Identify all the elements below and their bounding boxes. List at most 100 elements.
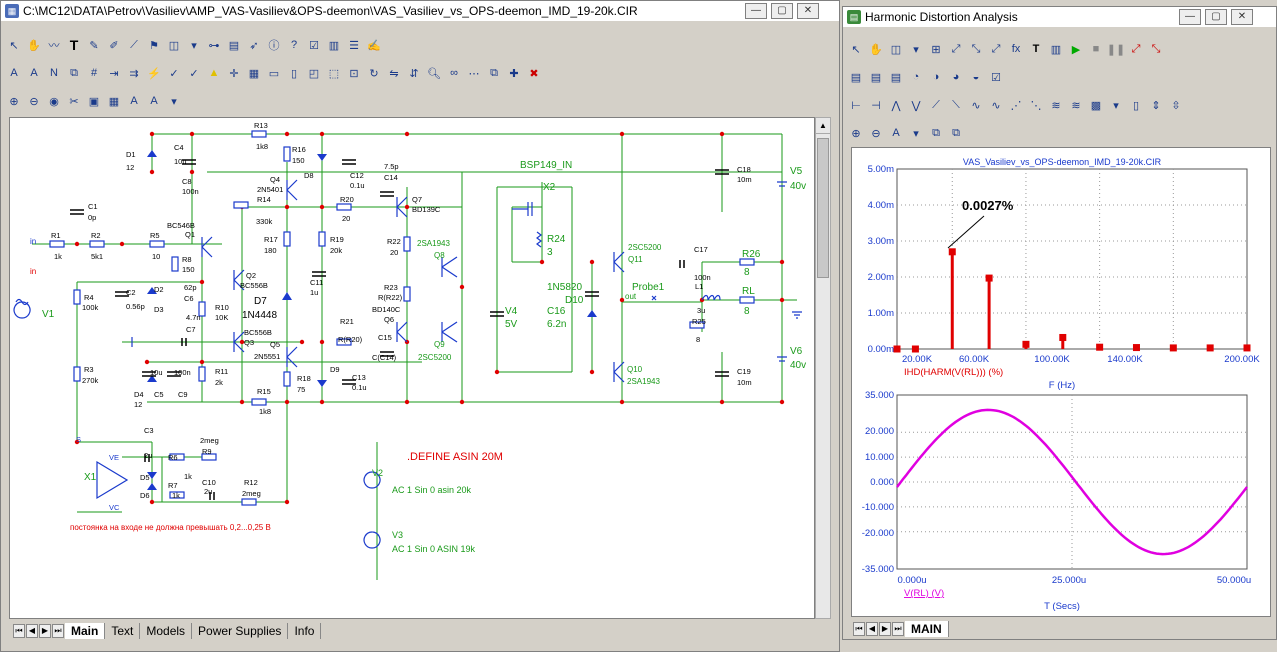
a-peak-icon[interactable]: ⊢ xyxy=(851,99,861,112)
select-box-icon[interactable]: ⊡ xyxy=(349,67,359,80)
a-settings-icon[interactable]: ☑ xyxy=(991,71,1001,84)
a-zoom-in-icon[interactable]: ⊕ xyxy=(851,127,861,140)
a-next-page-icon[interactable]: ▶ xyxy=(879,622,891,636)
tools-icon[interactable]: ✂ xyxy=(69,95,79,108)
a-props-icon[interactable]: ▥ xyxy=(1050,43,1062,56)
probe-tool-icon[interactable]: ➶ xyxy=(249,39,259,52)
font-icon[interactable]: A xyxy=(130,95,138,107)
a-list2-icon[interactable]: ▤ xyxy=(870,71,882,84)
page-3-icon[interactable]: ◰ xyxy=(308,67,320,80)
analysis-maximize-button[interactable]: ▢ xyxy=(1205,9,1227,25)
a-prev-page-icon[interactable]: ◀ xyxy=(866,622,878,636)
a-global1-icon[interactable]: ⋰ xyxy=(1010,99,1022,112)
info-icon[interactable]: ⓘ xyxy=(268,40,280,52)
a-data-icon[interactable]: ▩ xyxy=(1090,99,1102,112)
check-mark-icon[interactable]: ✓ xyxy=(169,67,179,80)
a-cursor1-icon[interactable]: ◔ xyxy=(912,71,920,83)
first-page-icon[interactable]: ⏮ xyxy=(13,624,25,638)
node-num-icon[interactable]: # xyxy=(90,67,98,79)
warning-icon[interactable]: ▲ xyxy=(208,67,220,79)
edit-icon[interactable]: ✍ xyxy=(367,39,381,52)
minimize-button[interactable]: — xyxy=(745,3,767,19)
a-zoom-out-icon[interactable]: ⊖ xyxy=(871,127,881,140)
pen-tool-icon[interactable]: ✎ xyxy=(89,39,99,52)
zoom-out-icon[interactable]: ⊖ xyxy=(29,95,39,108)
lightning-icon[interactable]: ⚡ xyxy=(147,67,161,80)
pointer-tool-icon[interactable]: ↖ xyxy=(9,39,19,52)
maximize-button[interactable]: ▢ xyxy=(771,3,793,19)
a-stop-icon[interactable]: ■ xyxy=(1092,43,1100,55)
close-button[interactable]: ✕ xyxy=(797,3,819,19)
vertical-scrollbar[interactable]: ▲ xyxy=(815,117,831,619)
a-cursor4-icon[interactable]: ◒ xyxy=(972,71,980,83)
a-dropdown3-icon[interactable]: ▾ xyxy=(913,127,919,140)
a-dropdown-icon[interactable]: ▾ xyxy=(913,43,919,56)
toggle-n-icon[interactable]: N xyxy=(50,67,58,79)
line-tool-icon[interactable]: ⟋ xyxy=(130,38,138,51)
a-inf2-icon[interactable]: ∿ xyxy=(991,99,1001,112)
a-component-icon[interactable]: ◫ xyxy=(890,43,902,56)
a-cursor3-icon[interactable]: ◕ xyxy=(952,71,960,83)
flip-icon[interactable]: ⇵ xyxy=(409,67,419,80)
window-icon[interactable]: ▣ xyxy=(88,95,100,108)
pin-icon[interactable]: ⇉ xyxy=(129,67,139,80)
check-mark-2-icon[interactable]: ✓ xyxy=(189,67,199,80)
a-scale-icon[interactable]: ⊞ xyxy=(931,43,941,56)
a-low-icon[interactable]: ⋁ xyxy=(911,99,921,112)
copy-icon[interactable]: ⧉ xyxy=(70,66,78,79)
check-icon[interactable]: ☑ xyxy=(309,39,319,52)
rotate-icon[interactable]: ↻ xyxy=(369,67,379,80)
plot-area[interactable]: VAS_Vasiliev_vs_OPS-deemon_IMD_19-20k.CI… xyxy=(851,147,1271,617)
delete-page-icon[interactable]: ✖ xyxy=(529,67,539,80)
help-icon[interactable]: ? xyxy=(290,39,298,51)
a-pause-icon[interactable]: ❚❚ xyxy=(1106,43,1126,56)
table-icon[interactable]: ☰ xyxy=(349,39,359,52)
analysis-minimize-button[interactable]: — xyxy=(1179,9,1201,25)
toggle-a-icon[interactable]: A xyxy=(10,67,18,79)
a-top-icon[interactable]: ≋ xyxy=(1051,99,1061,112)
stack-icon[interactable]: ⧉ xyxy=(490,66,498,79)
a-expand-icon[interactable]: ⤢ xyxy=(1131,42,1141,55)
a-zoom2-icon[interactable]: ⤡ xyxy=(971,42,981,55)
wire-tool-icon[interactable]: 〰 xyxy=(48,40,60,52)
analysis-close-button[interactable]: ✕ xyxy=(1231,9,1253,25)
a-valley-icon[interactable]: ⊣ xyxy=(871,99,881,112)
node-tool-icon[interactable]: ⊶ xyxy=(208,39,220,52)
grid-tool-icon[interactable]: ▤ xyxy=(228,39,240,52)
a-first-page-icon[interactable]: ⏮ xyxy=(853,622,865,636)
a-global2-icon[interactable]: ⋱ xyxy=(1030,99,1042,112)
zoom-100-icon[interactable]: ◉ xyxy=(49,95,59,108)
a-zoom-icon[interactable]: ⤢ xyxy=(951,42,961,55)
a-cursor2-icon[interactable]: ◑ xyxy=(932,71,940,83)
tile-icon[interactable]: ▦ xyxy=(108,95,120,108)
add-page-icon[interactable]: ✚ xyxy=(509,67,519,80)
dropdown-2-icon[interactable]: ▾ xyxy=(171,95,177,108)
a-high-icon[interactable]: ⋀ xyxy=(891,99,901,112)
dropdown-icon[interactable]: ▾ xyxy=(191,39,197,52)
mirror-icon[interactable]: ⇋ xyxy=(389,67,399,80)
zoom-region-icon[interactable]: ⬚ xyxy=(328,67,340,80)
a-zoom3-icon[interactable]: ⤢ xyxy=(991,42,1001,55)
a-last-page-icon[interactable]: ⏭ xyxy=(892,622,904,636)
tab-main[interactable]: Main xyxy=(65,623,106,639)
a-inf1-icon[interactable]: ∿ xyxy=(971,99,981,112)
brush-tool-icon[interactable]: ✐ xyxy=(109,39,119,52)
a-pan-icon[interactable]: ✋ xyxy=(869,43,883,56)
a-list1-icon[interactable]: ▤ xyxy=(850,71,862,84)
cross-icon[interactable]: ✛ xyxy=(229,67,239,80)
a-tile-icon[interactable]: ⧉ xyxy=(952,126,960,139)
tab-power-supplies[interactable]: Power Supplies xyxy=(192,623,289,639)
tab-models[interactable]: Models xyxy=(140,623,193,639)
a-list3-icon[interactable]: ▤ xyxy=(890,71,902,84)
component-tool-icon[interactable]: ◫ xyxy=(168,39,180,52)
next-page-icon[interactable]: ▶ xyxy=(39,624,51,638)
scroll-up-arrow-icon[interactable]: ▲ xyxy=(816,118,830,134)
page-icon[interactable]: ▭ xyxy=(268,67,280,80)
a-dropdown2-icon[interactable]: ▾ xyxy=(1113,99,1119,112)
a-slope2-icon[interactable]: ⟍ xyxy=(952,98,960,111)
a-window-icon[interactable]: ⧉ xyxy=(932,126,940,139)
find-icon[interactable]: 🔍︎ xyxy=(427,67,441,80)
pan-tool-icon[interactable]: ✋ xyxy=(27,39,41,52)
a-pointer-icon[interactable]: ↖ xyxy=(851,43,861,56)
a-collapse-icon[interactable]: ⤡ xyxy=(1151,42,1161,55)
